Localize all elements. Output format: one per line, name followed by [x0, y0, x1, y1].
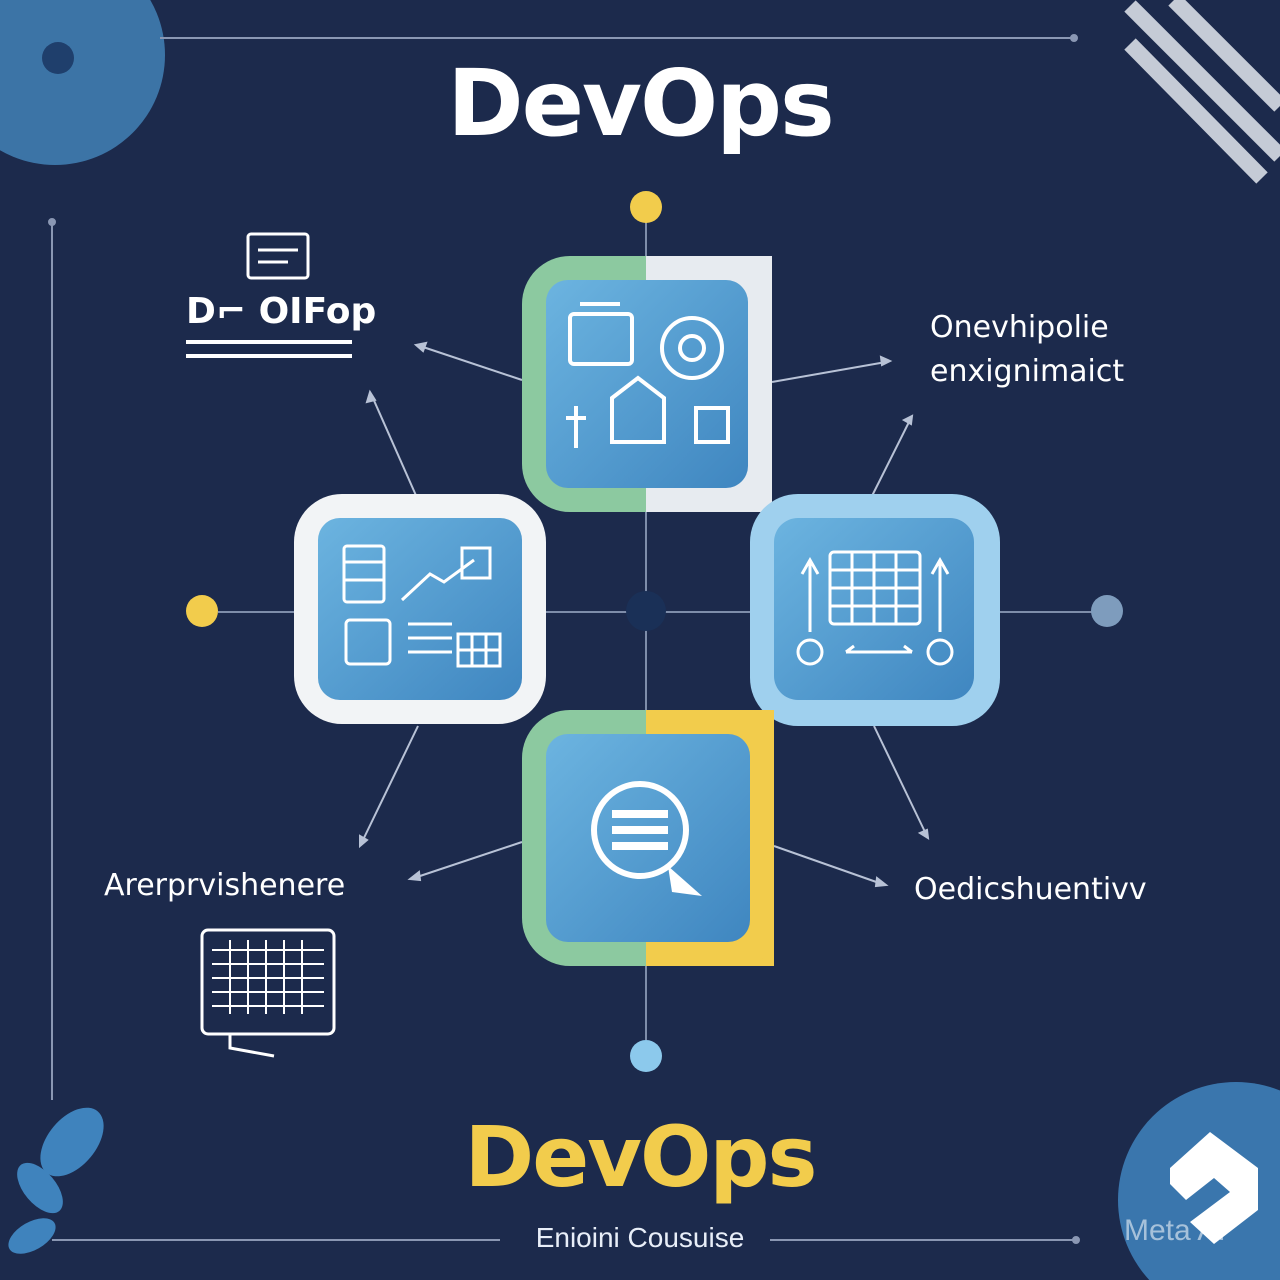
label-top-right-line2: enxignimaict [930, 354, 1125, 389]
node-dot-left [186, 595, 218, 627]
label-top-right-line1: Onevhipolie [930, 310, 1109, 345]
stripes-decoration [1124, 0, 1280, 184]
arrow-lines [359, 341, 930, 888]
leaf-decoration [8, 1107, 104, 1254]
label-top-left: D⌐ OIFop [186, 291, 377, 332]
label-bottom-right: Oedicshuentivv [914, 872, 1147, 907]
page-title: DevOps [447, 50, 835, 157]
chat-search-icon [591, 781, 702, 896]
corner-circle-decoration [0, 0, 165, 165]
spreadsheet-icon [200, 928, 336, 1058]
analytics-chart-icon [342, 544, 502, 668]
node-dot-bottom [630, 1040, 662, 1072]
calendar-board-icon [796, 550, 954, 666]
label-top-right: Onevhipolie enxignimaict [930, 306, 1124, 394]
footer-subtitle-wrap: Enioini Cousuise [0, 1222, 1280, 1254]
logo-corner [1118, 1082, 1280, 1280]
footer-subtitle: Enioini Cousuise [525, 1222, 755, 1253]
center-dot [626, 591, 666, 631]
footer-title: DevOps [464, 1108, 818, 1206]
frame-lines [48, 34, 1080, 1244]
label-bottom-left: Arerprvishenere [104, 868, 346, 903]
node-left [294, 494, 546, 724]
node-dot-right [1091, 595, 1123, 627]
monitor-icon [246, 232, 310, 280]
node-dot-top [630, 191, 662, 223]
node-bottom [522, 710, 774, 966]
dashboard-tools-icon [566, 302, 730, 448]
node-right [750, 494, 1000, 726]
node-top [522, 256, 772, 512]
watermark: Meta AI [1124, 1214, 1226, 1247]
logo-icon [1170, 1132, 1258, 1244]
label-underline [186, 340, 352, 358]
